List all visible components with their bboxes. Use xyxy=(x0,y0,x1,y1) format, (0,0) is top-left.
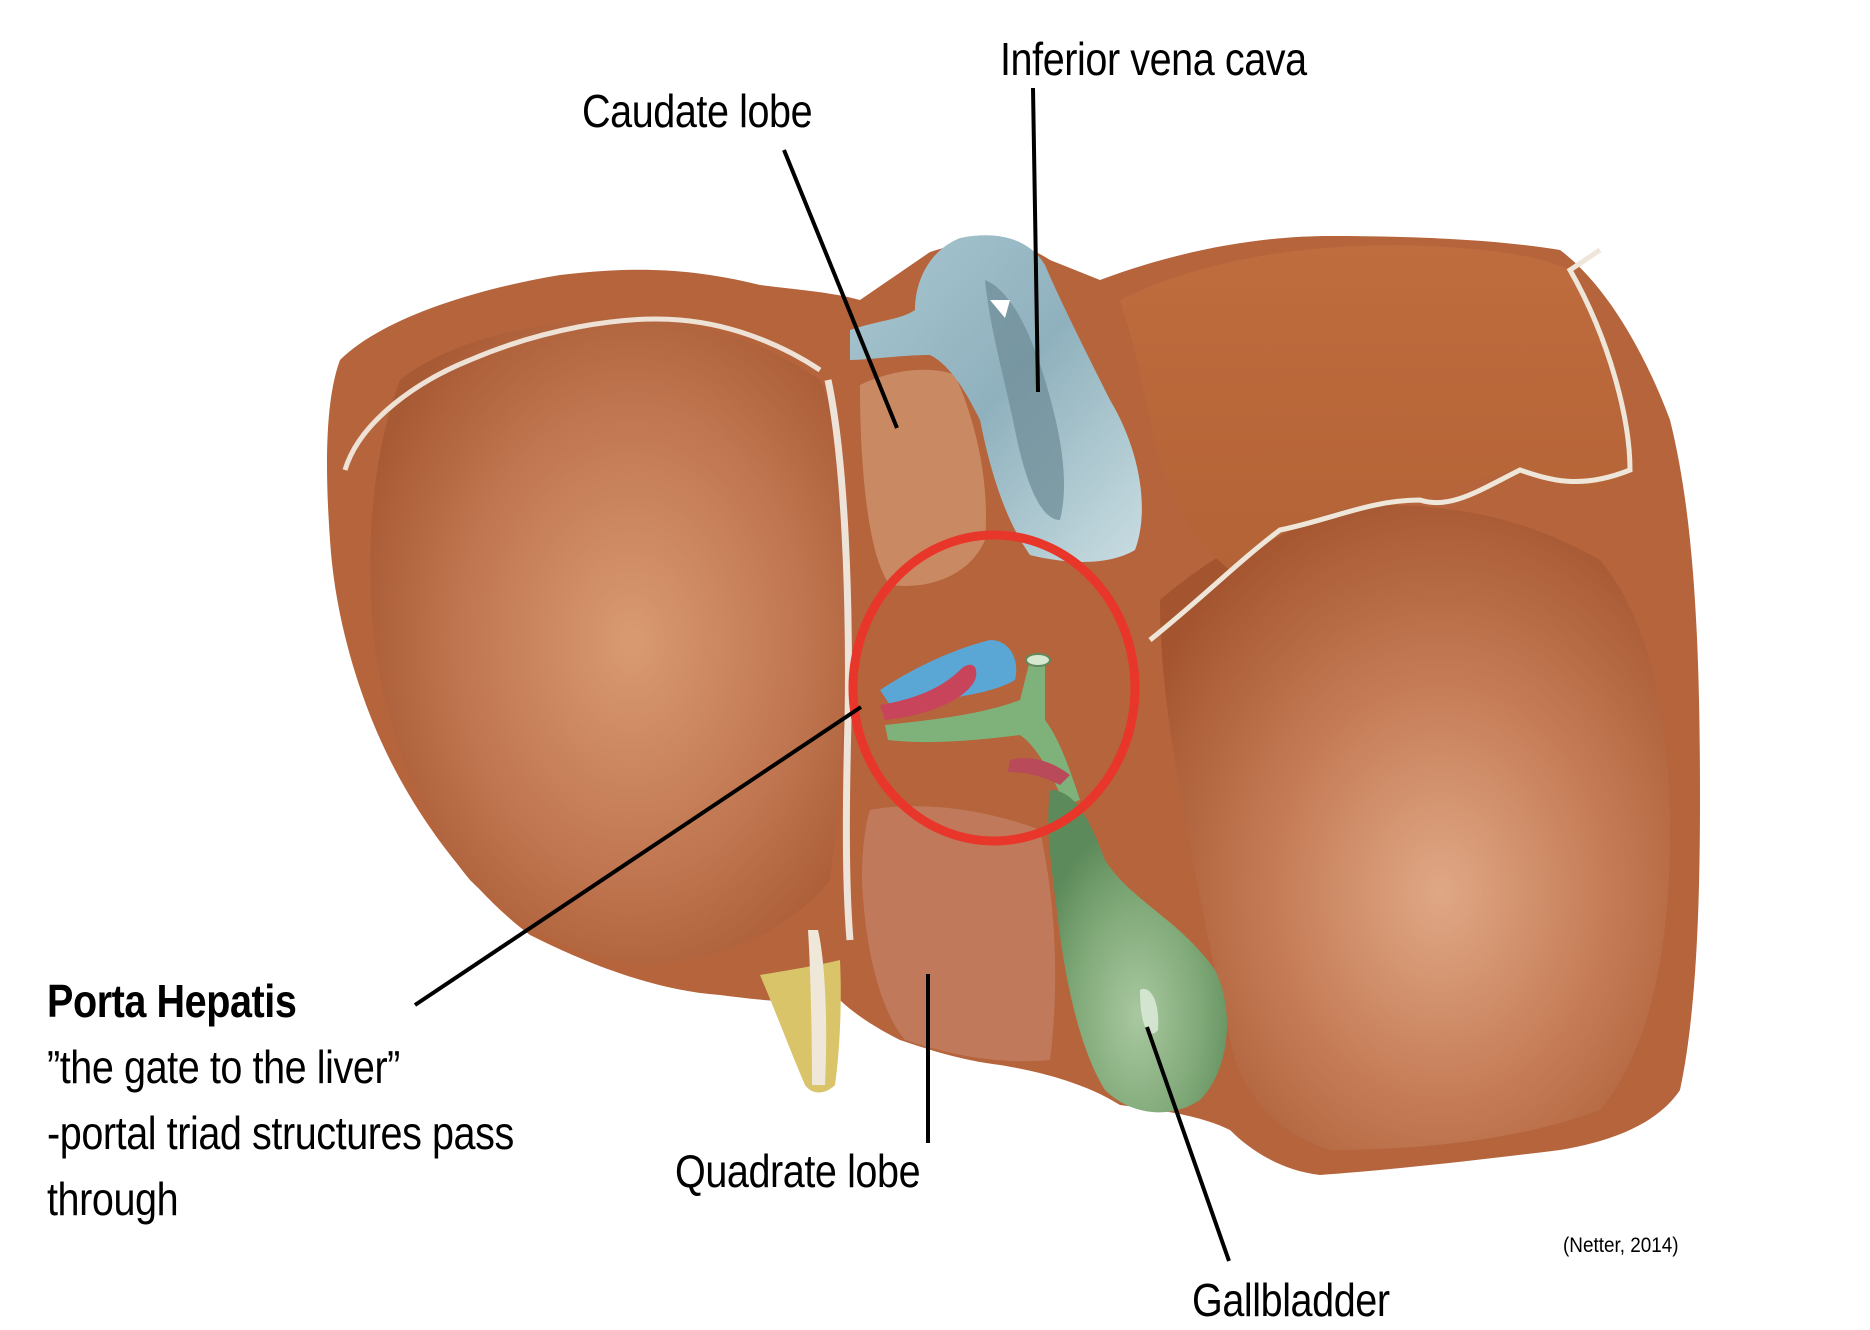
gallbladder-label: Gallbladder xyxy=(1192,1274,1390,1326)
left-lobe xyxy=(370,318,845,965)
portal-vein xyxy=(880,640,1017,705)
bile-duct xyxy=(885,660,1080,805)
porta-hepatis-highlight-circle xyxy=(848,530,1140,846)
citation: (Netter, 2014) xyxy=(1563,1234,1679,1257)
porta-hepatis-description-line-2: -portal triad structures pass xyxy=(47,1107,514,1159)
caudate-lobe-label: Caudate lobe xyxy=(582,85,813,137)
ligamentum-teres-core xyxy=(808,930,827,1085)
peritoneal-reflection-right xyxy=(1148,247,1633,642)
gallbladder-sheen xyxy=(1140,989,1159,1034)
ligamentum-teres xyxy=(760,960,841,1093)
vena-cava-lumen xyxy=(985,280,1065,520)
bare-area xyxy=(1120,245,1630,570)
gallbladder-leader xyxy=(1145,1026,1231,1262)
gallbladder xyxy=(1048,790,1227,1113)
porta-hepatis-leader xyxy=(413,705,863,1007)
right-lobe xyxy=(1160,505,1670,1150)
porta-hepatis-description-line-3: through xyxy=(47,1173,179,1225)
leader-lines xyxy=(413,87,1231,1262)
porta-hepatis-description-line-1: ”the gate to the liver” xyxy=(47,1041,400,1093)
porta-hepatis-title: Porta Hepatis xyxy=(47,975,297,1027)
inferior-vena-cava-leader xyxy=(1031,87,1040,393)
inferior-vena-cava-label: Inferior vena cava xyxy=(1000,33,1307,85)
bile-duct-cut-end xyxy=(1025,653,1051,667)
quadrate-lobe xyxy=(862,806,1056,1062)
vena-cava-highlight xyxy=(990,300,1010,318)
caudate-lobe-leader xyxy=(782,149,899,429)
coronary-ligament-left xyxy=(342,316,822,471)
hepatic-artery-branch xyxy=(1008,758,1070,785)
vena-cava-shape xyxy=(850,235,1142,562)
inferior-vena-cava xyxy=(850,235,1142,562)
ligament-fissure-left xyxy=(824,379,854,941)
round-ligament xyxy=(760,930,841,1093)
quadrate-lobe-label: Quadrate lobe xyxy=(675,1145,921,1197)
caudate-lobe xyxy=(860,369,986,586)
porta-hepatis-structures xyxy=(880,640,1080,805)
hepatic-artery xyxy=(880,664,977,720)
gallbladder-shape xyxy=(1048,790,1227,1113)
